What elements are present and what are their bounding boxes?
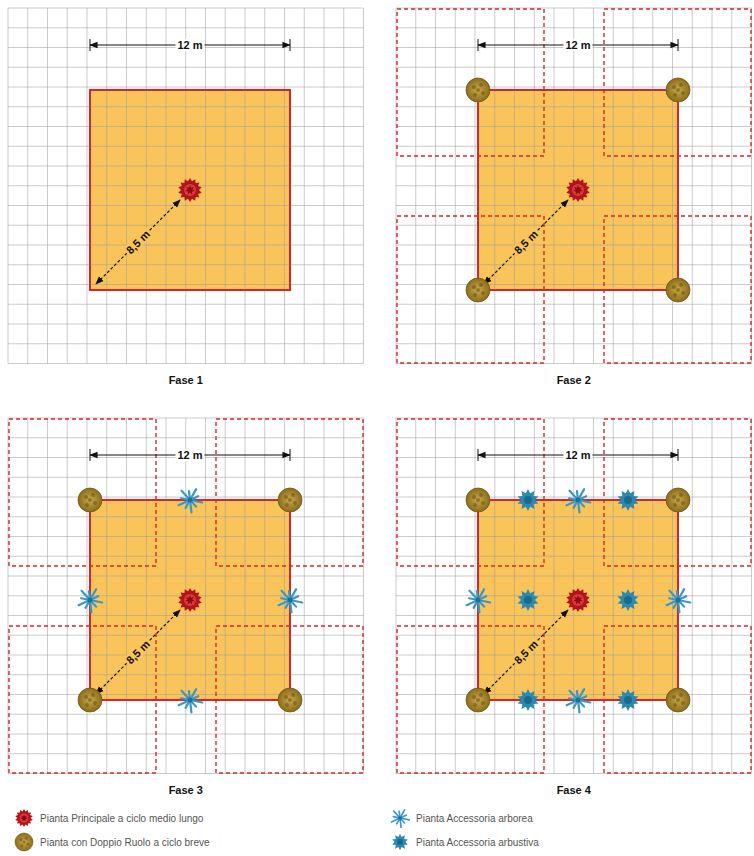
square-border	[478, 90, 678, 290]
dimension-label: 12 m	[175, 39, 204, 51]
tree-accessory-icon	[467, 589, 491, 612]
legend-text: Pianta Principale a ciclo medio lungo	[40, 813, 203, 824]
square-border	[90, 500, 290, 700]
legend-entry: Pianta Accessoria arborea	[390, 808, 533, 828]
double-role-plant-icon	[466, 488, 490, 512]
planting-square	[90, 90, 290, 290]
legend-swatch	[390, 808, 410, 828]
dashed-zone	[397, 419, 544, 566]
tree-accessory-icon	[179, 489, 203, 512]
tree-accessory-icon	[179, 689, 203, 712]
phase-panel	[8, 8, 364, 364]
legend-text: Pianta Accessoria arborea	[416, 813, 533, 824]
planting-square	[90, 500, 290, 700]
phase-panel	[396, 418, 752, 774]
dashed-zone	[604, 9, 751, 156]
grid	[8, 8, 364, 364]
legend-entry: Pianta con Doppio Ruolo a ciclo breve	[14, 832, 210, 852]
dashed-zone	[604, 216, 751, 363]
dimension-label: 12 m	[563, 449, 592, 461]
radius-line	[484, 200, 568, 284]
dashed-zone	[9, 419, 156, 566]
shrub-accessory-icon	[618, 589, 639, 611]
double-role-plant-icon	[666, 488, 690, 512]
double-role-plant-icon	[666, 688, 690, 712]
legend-entry: Pianta Principale a ciclo medio lungo	[14, 808, 203, 828]
radius-label: 8,5 m	[510, 636, 541, 667]
dashed-zone	[604, 419, 751, 566]
tree-accessory-icon	[391, 810, 409, 827]
legend-text: Pianta Accessoria arbustiva	[416, 837, 539, 848]
phase-title: Fase 4	[557, 783, 591, 795]
tree-accessory-icon	[79, 589, 103, 612]
radius-line	[96, 610, 180, 694]
double-role-plant-icon	[278, 688, 302, 712]
shrub-accessory-icon	[518, 589, 539, 611]
main-plant-icon	[566, 178, 589, 202]
legend-swatch	[14, 832, 34, 852]
legend-text: Pianta con Doppio Ruolo a ciclo breve	[40, 837, 210, 848]
grid	[8, 418, 364, 774]
grid	[396, 8, 752, 364]
double-role-plant-icon	[666, 78, 690, 102]
dimension-tick	[90, 39, 91, 51]
legend-swatch	[390, 832, 410, 852]
radius-label: 8,5 m	[122, 636, 153, 667]
square-border	[90, 90, 290, 290]
dashed-zone	[216, 419, 363, 566]
shrub-accessory-icon	[518, 489, 539, 511]
dashed-zone	[9, 626, 156, 773]
dimension-tick	[678, 39, 679, 51]
shrub-accessory-icon	[518, 689, 539, 711]
dimension-tick	[290, 39, 291, 51]
shrub-accessory-icon	[618, 489, 639, 511]
tree-accessory-icon	[667, 589, 691, 612]
dimension-tick	[90, 449, 91, 461]
tree-accessory-icon	[567, 489, 591, 512]
radius-line	[96, 200, 180, 284]
shrub-accessory-icon	[392, 834, 408, 851]
tree-accessory-icon	[279, 589, 303, 612]
square-border	[478, 500, 678, 700]
dimension-tick	[478, 449, 479, 461]
dashed-zone	[216, 626, 363, 773]
dimension-tick	[290, 449, 291, 461]
phase-panel	[8, 418, 364, 774]
legend-entry: Pianta Accessoria arbustiva	[390, 832, 539, 852]
radius-label: 8,5 m	[122, 226, 153, 257]
dashed-zone	[397, 216, 544, 363]
phase-title: Fase 3	[169, 783, 203, 795]
dimension-tick	[478, 39, 479, 51]
grid	[396, 418, 752, 774]
dimension-label: 12 m	[175, 449, 204, 461]
double-role-plant-icon	[78, 488, 102, 512]
main-plant-icon	[178, 178, 201, 202]
double-role-plant-icon	[466, 688, 490, 712]
radius-line	[484, 610, 568, 694]
dashed-zone	[604, 626, 751, 773]
double-role-plant-icon	[15, 833, 33, 851]
phase-panel	[396, 8, 752, 364]
double-role-plant-icon	[466, 278, 490, 302]
planting-square	[478, 500, 678, 700]
main-plant-icon	[178, 588, 201, 612]
double-role-plant-icon	[278, 488, 302, 512]
double-role-plant-icon	[666, 278, 690, 302]
main-plant-icon	[566, 588, 589, 612]
main-plant-icon	[15, 809, 33, 827]
phase-title: Fase 2	[557, 373, 591, 385]
planting-square	[478, 90, 678, 290]
double-role-plant-icon	[466, 78, 490, 102]
dashed-zone	[397, 9, 544, 156]
tree-accessory-icon	[567, 689, 591, 712]
dimension-tick	[678, 449, 679, 461]
dashed-zone	[397, 626, 544, 773]
shrub-accessory-icon	[618, 689, 639, 711]
double-role-plant-icon	[78, 688, 102, 712]
phase-title: Fase 1	[169, 373, 203, 385]
radius-label: 8,5 m	[510, 226, 541, 257]
legend-swatch	[14, 808, 34, 828]
dimension-label: 12 m	[563, 39, 592, 51]
